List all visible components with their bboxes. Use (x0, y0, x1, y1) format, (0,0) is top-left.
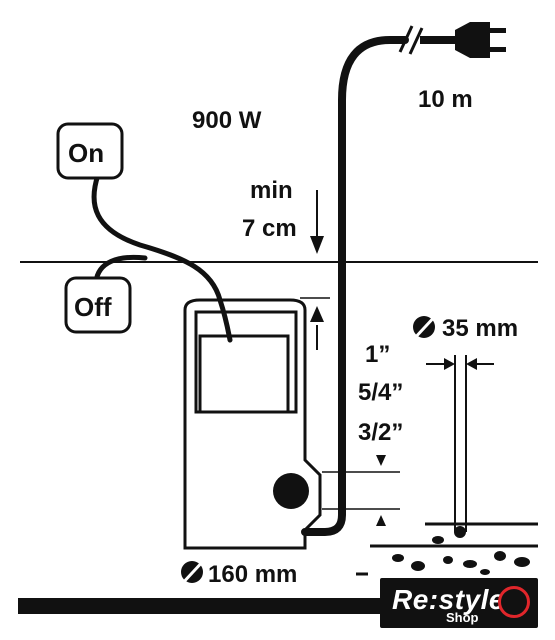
brand-name: Re:style (392, 584, 505, 615)
cart-icon (498, 586, 530, 618)
ground-bar (18, 598, 380, 614)
off-label: Off (74, 292, 112, 322)
gravel (392, 536, 530, 575)
min-dim-arrow-up-head (310, 306, 324, 322)
diameter-label: 160 mm (208, 561, 297, 588)
brand-badge: Re:style Shop (380, 578, 538, 628)
power-label: 900 W (192, 107, 262, 134)
port-1-label: 1” (365, 341, 390, 368)
min-label: min (250, 177, 293, 204)
cable-break-mark-2 (408, 27, 424, 55)
power-cable (301, 36, 409, 536)
min-dim-arrow-down-head (310, 236, 324, 254)
off-switch-box (64, 276, 132, 334)
outlet-dim-arrow-down (376, 455, 386, 466)
diameter-icon-160 (178, 556, 208, 588)
port-3-label: 3/2” (358, 419, 403, 446)
particle-ball (454, 526, 466, 538)
cable-break-mark-1 (398, 25, 414, 53)
outlet-dim-arrow-up (376, 515, 386, 526)
cable-length-label: 10 m (418, 86, 473, 113)
particle-arrow-right-head (466, 358, 477, 370)
plug-icon (455, 22, 506, 58)
particle-arrow-left-head (444, 358, 455, 370)
float-switch-cable (91, 172, 233, 343)
on-label: On (68, 138, 104, 168)
pump-outlet-port (273, 473, 309, 509)
pump-body (183, 298, 322, 550)
brand-sub: Shop (446, 610, 479, 625)
port-2-label: 5/4” (358, 379, 403, 406)
particle-size-label: 35 mm (442, 315, 518, 342)
diameter-icon-35 (410, 311, 440, 343)
min-depth-label: 7 cm (242, 215, 297, 242)
on-switch-box (56, 122, 124, 180)
